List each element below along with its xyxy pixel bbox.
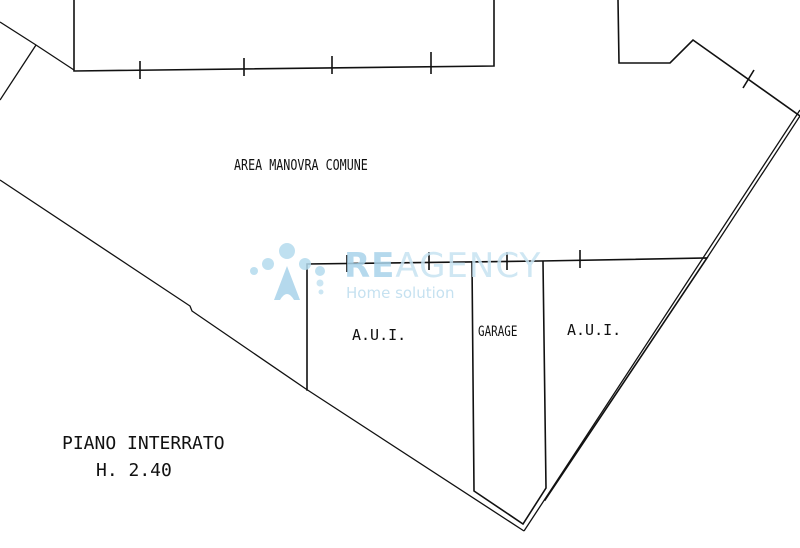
watermark-tagline: Home solution bbox=[346, 284, 455, 302]
watermark-brand-bold: RE bbox=[344, 246, 396, 286]
watermark-brand-rest: AGENCY bbox=[395, 246, 542, 286]
watermark-brand: REAGENCY bbox=[344, 246, 541, 286]
upper-right-walls bbox=[617, 0, 800, 259]
upper-building-outline bbox=[73, 0, 495, 79]
watermark: REAGENCY Home solution bbox=[244, 240, 564, 310]
top-left-walls bbox=[0, 21, 75, 101]
people-dots-logo-icon bbox=[250, 243, 325, 300]
room-label-aui-right: A.U.I. bbox=[567, 321, 622, 339]
diagonal-boundary bbox=[0, 109, 800, 532]
floor-level-label: PIANO INTERRATO bbox=[62, 433, 225, 454]
room-label-aui-left: A.U.I. bbox=[352, 326, 407, 344]
room-label-garage: GARAGE bbox=[478, 324, 518, 340]
ceiling-height-label: H. 2.40 bbox=[96, 460, 172, 481]
room-label-common-area: AREA MANOVRA COMUNE bbox=[234, 156, 368, 174]
units-block bbox=[306, 250, 709, 526]
